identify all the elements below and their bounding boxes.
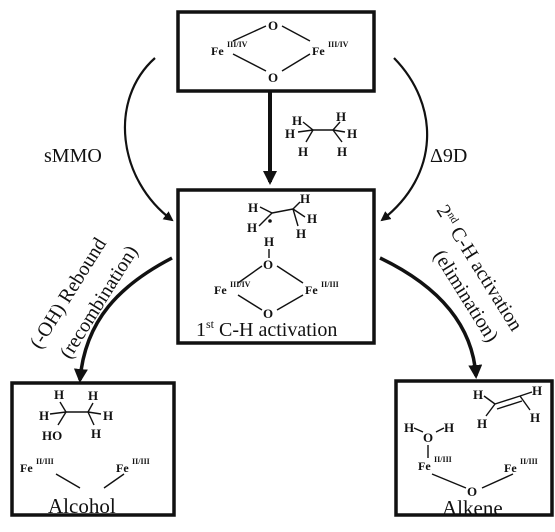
h-atom: H xyxy=(54,387,64,402)
radical-dot xyxy=(268,219,272,223)
smmo-curved-arrow xyxy=(124,57,174,222)
hydroxo-o-label: O xyxy=(263,257,273,272)
h-atom: H xyxy=(285,126,295,141)
fe-left-label: Fe xyxy=(20,461,33,475)
h-atom: H xyxy=(247,220,257,235)
fe-left-oxidation: II/III xyxy=(36,457,54,466)
oxo-bridge-label: O xyxy=(467,484,477,499)
fe-left-label: Fe xyxy=(211,44,224,58)
h-atom: H xyxy=(292,113,302,128)
ethane-substrate: H H H H H H xyxy=(285,109,357,159)
h-atom: H xyxy=(477,416,487,431)
alkene-product-box: H H H H H O H Fe II/III Fe II/III O Alke… xyxy=(394,379,554,520)
h-atom: H xyxy=(296,226,306,241)
water-o-label: O xyxy=(423,430,433,445)
h-atom: H xyxy=(39,408,49,423)
fe-left-oxidation: II/III xyxy=(434,455,452,464)
h-atom: H xyxy=(473,387,483,402)
bond xyxy=(281,53,311,72)
h-atom: H xyxy=(530,410,540,425)
rebound-arrow xyxy=(73,256,173,383)
bond xyxy=(232,53,267,72)
fe-left-oxidation: III/IV xyxy=(230,280,251,289)
first-activation-box: H H H H H H O O Fe III/IV Fe II/III 1st … xyxy=(176,188,376,345)
fe-right-oxidation: II/III xyxy=(321,280,339,289)
bond xyxy=(281,25,311,42)
alcohol-product-box: H H H H H HO Fe II/III Fe II/III Alcohol xyxy=(10,381,176,518)
fe-right-label: Fe xyxy=(312,44,325,58)
h-atom: H xyxy=(91,426,101,441)
fe-right-oxidation: III/IV xyxy=(328,40,349,49)
fe-right-label: Fe xyxy=(305,283,318,297)
first-activation-caption: 1st C-H activation xyxy=(196,317,337,341)
smmo-label: sMMO xyxy=(44,145,102,167)
h-atom: H xyxy=(88,388,98,403)
alcohol-caption: Alcohol xyxy=(48,494,116,518)
alkene-frame xyxy=(394,379,554,517)
h-atom: H xyxy=(248,200,258,215)
alcohol-frame xyxy=(10,381,176,517)
h-atom: H xyxy=(307,211,317,226)
h-atom: H xyxy=(298,144,308,159)
fe-right-label: Fe xyxy=(504,461,517,475)
d9d-label: Δ9D xyxy=(430,145,467,167)
first-activation-frame xyxy=(176,188,376,345)
h-atom: H xyxy=(336,109,346,124)
elimination-arrow xyxy=(379,256,483,379)
h-atom: H xyxy=(300,191,310,206)
hydroxo-h-label: H xyxy=(264,234,274,249)
diiron-core-frame xyxy=(176,10,376,93)
oxo-bottom-label: O xyxy=(263,306,273,321)
d9d-curved-arrow xyxy=(380,57,429,222)
fe-right-label: Fe xyxy=(116,461,129,475)
fe-left-oxidation: III/IV xyxy=(227,40,248,49)
h-atom: H xyxy=(103,408,113,423)
water-h-label: H xyxy=(404,420,414,435)
h-atom: H xyxy=(347,126,357,141)
oxo-bottom-label: O xyxy=(268,70,278,85)
h-atom: H xyxy=(532,383,542,398)
fe-right-oxidation: II/III xyxy=(132,457,150,466)
diiron-core-box: O O Fe III/IV Fe III/IV xyxy=(176,10,376,93)
hydroxyl-label: HO xyxy=(42,428,62,443)
fe-left-label: Fe xyxy=(418,459,431,473)
fe-left-label: Fe xyxy=(214,283,227,297)
oxo-top-label: O xyxy=(268,18,278,33)
alkene-caption: Alkene xyxy=(442,496,503,520)
h-atom: H xyxy=(337,144,347,159)
fe-right-oxidation: II/III xyxy=(520,457,538,466)
bond xyxy=(232,25,267,42)
water-h-label: H xyxy=(444,420,454,435)
